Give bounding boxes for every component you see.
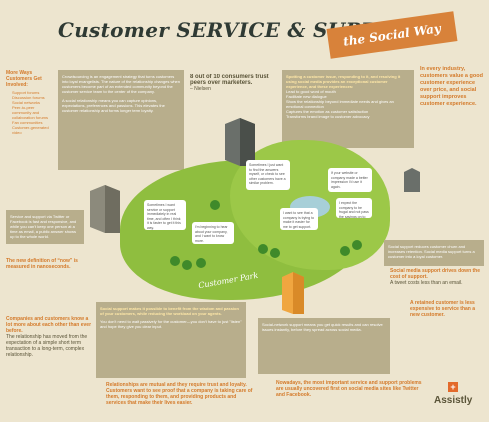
relationships-text: Relationships are mutual and they requir… (106, 382, 253, 406)
ways-list: Support forums Discussion forums Social … (6, 90, 54, 135)
tree-icon (258, 244, 268, 254)
internal-support-text: Social-network support means you get qui… (262, 322, 383, 332)
retained-customer: A retained customer is less expensive to… (410, 300, 484, 328)
list-item: Discussion forums (12, 95, 54, 100)
twitter-service-panel: Service and support via Twitter or Faceb… (6, 210, 84, 244)
crowdsourcing-text: Crowdsourcing is an engagement strategy … (62, 74, 181, 94)
relationships-section: Relationships are mutual and they requir… (106, 382, 256, 416)
building-icon (90, 185, 120, 233)
speech-bubble: I'm beginning to hear about your company… (192, 222, 234, 244)
list-item: Peer-to-peer community and collaboration… (12, 105, 54, 120)
spotting-bullet: Facilitate new dialogue (286, 94, 327, 99)
building-icon (404, 168, 420, 192)
speech-bubble: I expect the company to be frugal and no… (336, 198, 372, 218)
list-item: Fan communities (12, 120, 54, 125)
no-wait-text: You don't need to wait passively for the… (100, 319, 242, 329)
building-icon (225, 118, 255, 166)
tree-icon (352, 240, 362, 250)
social-relationship-text: A social relationship means you can capt… (62, 98, 165, 113)
trust-stat: 8 out of 10 consumers trust peers over m… (190, 74, 270, 104)
building-icon (282, 272, 304, 314)
social-support-benefits-panel: Social support makes it possible to bene… (96, 302, 246, 378)
every-industry: In every industry, customers value a goo… (420, 66, 484, 126)
tree-icon (340, 246, 350, 256)
spotting-bullet: Lead to good word of mouth (286, 89, 336, 94)
speech-bubble: Sometimes I just want to find the answer… (246, 160, 290, 190)
spotting-bullet: Transforms brand image to customer advoc… (286, 114, 370, 119)
tree-icon (210, 200, 220, 210)
trust-stat-source: – Nielsen (190, 86, 211, 92)
more-ways-heading: More Ways Customers Get Involved: (6, 70, 42, 88)
speech-bubble: If your website or company made a better… (328, 168, 372, 192)
social-support-panel: Social support reduces customer churn an… (384, 240, 484, 266)
companies-body: The relationship has moved from the expe… (6, 334, 88, 358)
twitter-service-text: Service and support via Twitter or Faceb… (10, 214, 77, 239)
list-item: Social networks (12, 100, 54, 105)
tree-icon (170, 256, 180, 266)
list-item: Customer-generated video (12, 125, 54, 135)
tree-icon (196, 258, 206, 268)
nowadays-section: Nowadays, the most important service and… (276, 380, 426, 410)
drives-cost-heading: Social media support drives down the cos… (390, 268, 481, 280)
trust-stat-text: 8 out of 10 consumers trust peers over m… (190, 74, 269, 86)
companies-heading: Companies and customers know a lot more … (6, 316, 92, 334)
spotting-issue-panel: Spotting a customer issue, responding to… (282, 70, 414, 148)
speech-bubble: Sometimes I want service or support imme… (144, 200, 186, 230)
spotting-bullet: Captures the emotion as customer satisfa… (286, 109, 369, 114)
more-ways-section: More Ways Customers Get Involved: Suppor… (6, 70, 54, 165)
drives-cost-body: A tweet costs less than an email. (390, 280, 463, 286)
companies-section: Companies and customers know a lot more … (6, 316, 92, 368)
brand-name: Assistly (434, 395, 473, 406)
retained-customer-text: A retained customer is less expensive to… (410, 300, 476, 318)
benefits-text: Social support makes it possible to bene… (100, 306, 239, 316)
drives-cost: Social media support drives down the cos… (390, 268, 484, 290)
tree-icon (182, 260, 192, 270)
crowdsourcing-panel: Crowdsourcing is an engagement strategy … (58, 70, 184, 170)
every-industry-text: In every industry, customers value a goo… (420, 66, 483, 107)
social-support-text: Social support reduces customer churn an… (388, 244, 475, 259)
spotting-bullet: Show the relationship beyond immediate n… (286, 99, 394, 109)
now-definition-text: The new definition of “now” is measured … (6, 258, 78, 270)
assistly-logo-icon: + (448, 382, 458, 392)
internal-support-panel: Social-network support means you get qui… (258, 318, 390, 374)
now-definition: The new definition of “now” is measured … (6, 258, 84, 280)
spotting-issue-text: Spotting a customer issue, responding to… (286, 74, 401, 89)
nowadays-text: Nowadays, the most important service and… (276, 380, 422, 398)
list-item: Support forums (12, 90, 54, 95)
tree-icon (270, 248, 280, 258)
speech-bubble: I want to see that a company is trying t… (280, 208, 318, 230)
